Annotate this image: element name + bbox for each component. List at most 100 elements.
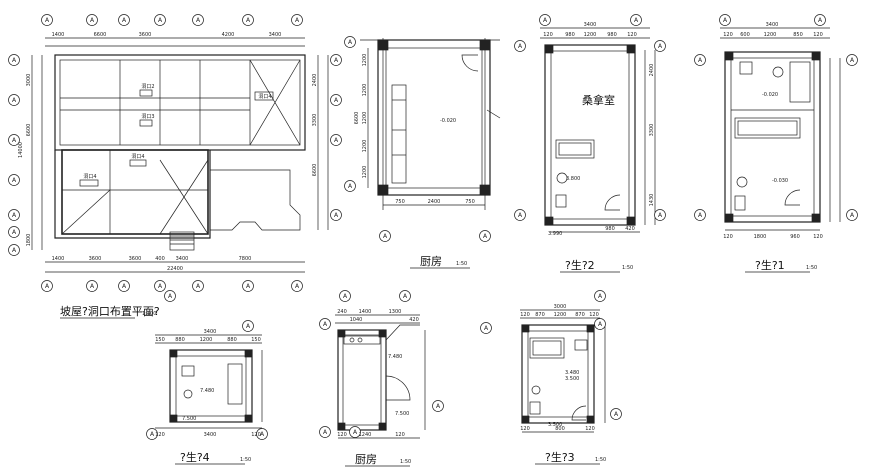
axis-bubble: [8, 244, 20, 256]
axis-bubble: [146, 428, 158, 440]
kitchen-2-dim-top: 240: [337, 309, 347, 315]
kitchen-2-scale: 1:50: [400, 459, 411, 465]
plan-opening-label: 洞口4: [83, 173, 96, 180]
axis-bubble-label: A: [12, 57, 17, 64]
axis-bubble: [514, 40, 526, 52]
plan-dim-top: 6600: [94, 32, 107, 38]
bath-3-level: 3.480: [565, 370, 579, 376]
axis-bubble-label: A: [543, 17, 548, 24]
axis-bubble-label: A: [598, 321, 603, 328]
plan-dim-right: 3300: [312, 114, 318, 127]
axis-bubble-label: A: [246, 17, 251, 24]
plan-opening-label: 洞口4: [258, 93, 271, 100]
bath-1-dim-bottom: 1800: [754, 234, 767, 240]
bath-1-dim-top: 1200: [764, 32, 777, 38]
axis-bubble-label: A: [343, 293, 348, 300]
axis-bubble-label: A: [383, 233, 388, 240]
axis-bubble-label: A: [122, 17, 127, 24]
axis-bubble-label: A: [698, 57, 703, 64]
bath-3-dim-bottom: 120: [585, 426, 595, 432]
axis-bubble-label: A: [158, 17, 163, 24]
bath-4-dim-top: 150: [155, 337, 165, 343]
axis-bubble: [610, 408, 622, 420]
axis-bubble-label: A: [334, 212, 339, 219]
axis-bubble: [41, 14, 53, 26]
axis-bubble: [86, 280, 98, 292]
bath-1-level-b: -0.030: [772, 178, 788, 184]
axis-bubble-label: A: [295, 283, 300, 290]
kitchen-2-dim-top: 1300: [389, 309, 402, 315]
main-roof-plan: [31, 37, 329, 273]
axis-bubble-label: A: [723, 17, 728, 24]
axis-bubble: [344, 180, 356, 192]
bath-3-level-2: 3.500: [565, 376, 579, 382]
axis-bubble-label: A: [518, 43, 523, 50]
kitchen-1-scale: 1:50: [456, 261, 467, 267]
axis-bubble: [480, 322, 492, 334]
axis-bubble-label: A: [483, 233, 488, 240]
kitchen-1-dim-bottom: 750: [465, 199, 475, 205]
kitchen-1-dim-bottom: 2400: [428, 199, 441, 205]
axis-bubble: [256, 428, 268, 440]
bath-4-dim-top: 880: [227, 337, 237, 343]
axis-bubble: [192, 14, 204, 26]
axis-bubble: [291, 280, 303, 292]
axis-bubble: [8, 94, 20, 106]
axis-bubble: [8, 134, 20, 146]
axis-bubble: [514, 209, 526, 221]
axis-bubble-label: A: [634, 17, 639, 24]
bath-1-level: -0.020: [762, 92, 778, 98]
plan-opening-label: 洞口2: [141, 83, 154, 90]
plan-dim-left-total: 14000: [18, 142, 24, 158]
axis-bubble-label: A: [323, 429, 328, 436]
bath-2-plan: [540, 27, 656, 233]
plan-dim-bottom: 400: [155, 256, 165, 262]
bath-4-title: ?生?4: [180, 450, 210, 464]
kitchen-2-dim-bottom: 120: [395, 432, 405, 438]
axis-bubble: [330, 94, 342, 106]
axis-bubble: [330, 54, 342, 66]
axis-bubble-label: A: [334, 97, 339, 104]
axis-bubble: [242, 14, 254, 26]
bath-4-plan: [155, 334, 263, 429]
axis-bubble-label: A: [12, 229, 17, 236]
bath-4-dim-top: 1200: [200, 337, 213, 343]
kitchen-1-level: -0.020: [440, 118, 456, 124]
bath-3-level-3: 3.500: [548, 422, 562, 428]
plan-dim-right: 6600: [312, 164, 318, 177]
axis-bubble: [846, 54, 858, 66]
axis-bubble: [8, 209, 20, 221]
bath-4-level-2: 7.500: [182, 416, 196, 422]
axis-bubble-label: A: [436, 403, 441, 410]
axis-bubble: [379, 230, 391, 242]
bath-1-dim-top: 120: [813, 32, 823, 38]
axis-bubble: [349, 426, 361, 438]
bath-1-dim-top: 600: [740, 32, 750, 38]
bath-3-title: ?生?3: [545, 450, 575, 464]
bath-2-dim-bottom: 980: [605, 226, 615, 232]
axis-bubble: [8, 226, 20, 238]
plan-dim-bottom: 3600: [89, 256, 102, 262]
kitchen-2-dim-top: 1400: [359, 309, 372, 315]
bath-3-dim-top: 120: [520, 312, 530, 318]
axis-bubble: [242, 320, 254, 332]
axis-bubble: [846, 209, 858, 221]
axis-bubble: [8, 174, 20, 186]
kitchen-1-dim-height: 6600: [354, 112, 360, 125]
axis-bubble-label: A: [818, 17, 823, 24]
plan-dim-top: 3400: [269, 32, 282, 38]
kitchen-2-dim-top: 420: [409, 317, 419, 323]
bath-2-dim-top: 980: [607, 32, 617, 38]
axis-bubble-label: A: [12, 177, 17, 184]
axis-bubble: [594, 290, 606, 302]
axis-bubble-label: A: [12, 212, 17, 219]
axis-bubble-label: A: [122, 283, 127, 290]
axis-bubble: [319, 318, 331, 330]
axis-bubble-label: A: [246, 283, 251, 290]
bath-3-scale: 1:50: [595, 457, 606, 463]
bath-4-dim-bottom: 120: [251, 432, 261, 438]
